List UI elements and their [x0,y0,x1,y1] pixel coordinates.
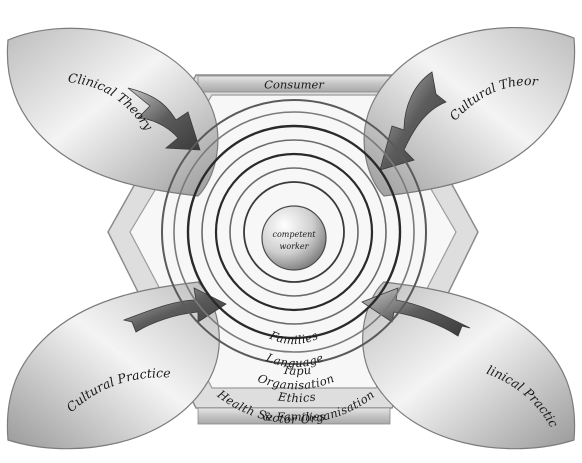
core-label-line2: worker [280,242,310,251]
families-banner-label: & Families [263,410,326,424]
ring-label-language: Language [263,350,325,370]
petal-clinical-theory [6,27,219,197]
consumer-banner: Consumer [197,75,391,93]
ring-label-tapu: Tapu [282,363,313,378]
families-banner: & Families [197,407,391,425]
petal-cultural-practice [6,281,220,450]
ring-label-organisation: Organisation [256,371,336,392]
flame-arrow-top-right [379,71,447,171]
consumer-label: Consumer [264,78,325,92]
core-label-line1: competent [272,230,316,239]
ring-label-ethics: Ethics [276,389,317,405]
petal-cultural-theory [363,27,576,197]
ring-label-families: Families [267,328,321,348]
flame-arrow-bottom-right [361,287,471,337]
competent-worker-core: competent worker [261,205,327,271]
concentric-rings [161,99,427,365]
flame-arrow-top-left [127,87,201,151]
petal-clinical-practice [362,281,576,450]
